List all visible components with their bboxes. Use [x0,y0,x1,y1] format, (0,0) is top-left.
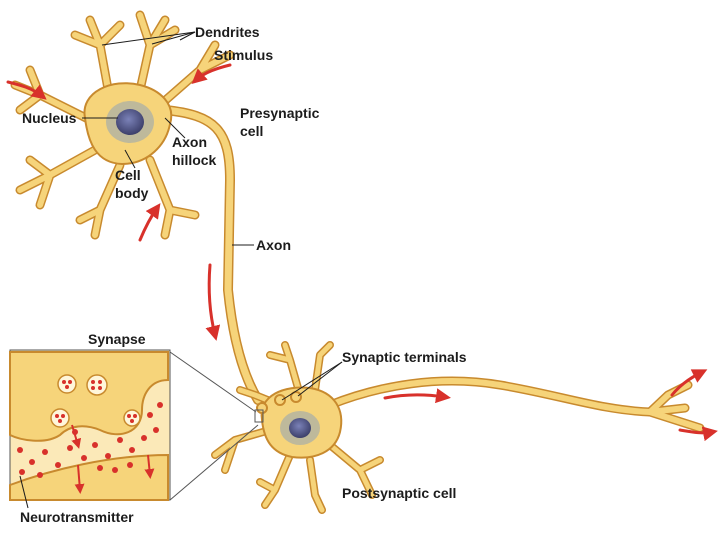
synaptic-terminal [274,394,286,406]
vesicle-icon [50,408,70,428]
label-stimulus: Stimulus [214,47,273,63]
curved-arrow-icon [670,369,708,397]
vesicle-icon [123,409,141,427]
label-nucleus: Nucleus [22,110,77,126]
postsynaptic-dendrites [211,341,384,514]
presynaptic-nucleus [116,109,144,135]
postsynaptic-cell [211,341,705,514]
leader-lines [19,31,343,509]
inset-zoom-lines [169,351,264,501]
label-axon-hillock-1: Axon [172,134,207,150]
curved-arrow-icon [138,203,161,242]
postsynaptic-nucleus [289,418,311,438]
axon [160,105,263,405]
label-presynaptic-1: Presynaptic [240,105,320,121]
label-cell-body-1: Cell [115,167,141,183]
label-neurotransmitter: Neurotransmitter [20,509,134,525]
label-synaptic-terminals: Synaptic terminals [342,349,467,365]
label-postsynaptic-cell: Postsynaptic cell [342,485,456,501]
synaptic-terminal [290,391,302,403]
vesicle-icon [86,374,108,396]
synaptic-terminal [256,402,268,414]
signal-arrows [6,63,718,442]
presynaptic-cell [10,10,263,405]
curved-arrow-icon [205,263,221,341]
release-arrows [71,424,155,494]
curved-arrow-icon [383,388,451,404]
labels: Dendrites Stimulus Nucleus Axon hillock … [20,24,467,525]
label-presynaptic-2: cell [240,123,263,139]
curved-arrow-icon [191,63,232,84]
label-axon: Axon [256,237,291,253]
curved-arrow-icon [6,80,47,100]
postsynaptic-axon [325,376,705,433]
synapse-inset [9,349,171,501]
vesicle-icon [57,374,77,394]
label-dendrites: Dendrites [195,24,260,40]
curved-arrow-icon [678,426,718,442]
neurotransmitter-molecules [17,402,163,478]
label-cell-body-2: body [115,185,149,201]
label-axon-hillock-2: hillock [172,152,217,168]
label-synapse: Synapse [88,331,146,347]
